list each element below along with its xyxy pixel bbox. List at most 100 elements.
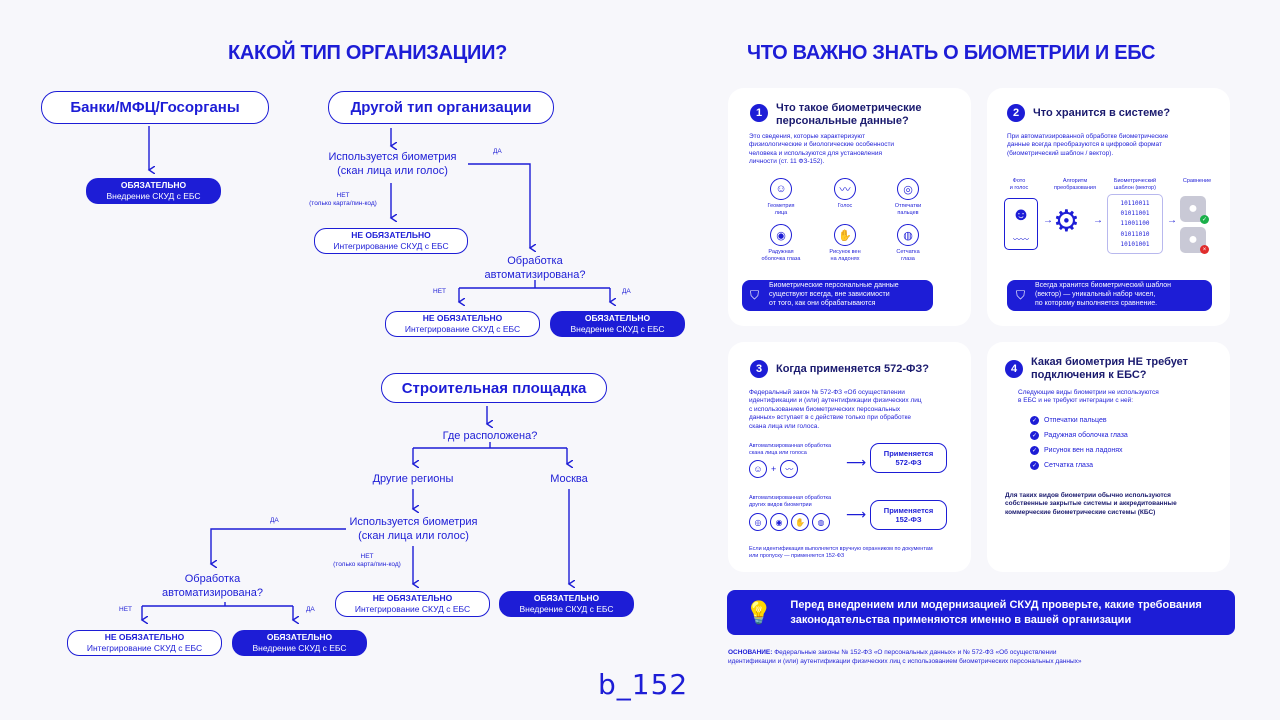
card-number: 3: [750, 360, 768, 378]
result-152: Применяется 152-ФЗ: [870, 500, 947, 530]
vector-line: 01011010: [1120, 230, 1150, 238]
bio-label: Сетчатка глаза: [896, 249, 920, 262]
card-storage: 2 Что хранится в системе? При автоматизи…: [987, 88, 1230, 326]
note-text: Всегда хранится биометрический шаблон (в…: [1035, 282, 1171, 307]
palm-veins-icon: ✋: [791, 513, 809, 531]
bio-label: Геометрия лица: [767, 203, 795, 216]
card-text: Федеральный закон № 572-ФЗ «Об осуществл…: [749, 389, 922, 430]
check-icon: ✓: [1030, 446, 1039, 455]
card-title: Какая биометрия НЕ требует подключения к…: [1031, 356, 1189, 382]
gear-icon: ⚙: [1053, 205, 1080, 238]
plus-icon: +: [771, 464, 777, 474]
iris-icon: ◉: [770, 224, 792, 246]
result-sub: Интегрирование СКУД с ЕБС: [354, 604, 471, 614]
card-text: При автоматизированной обработке биометр…: [1007, 133, 1169, 157]
column-label: Биометрический шаблон (вектор): [1113, 178, 1157, 191]
checklist: ✓Отпечатки пальцев ✓Радужная оболочка гл…: [1030, 413, 1128, 473]
card-no-ebs: 4 Какая биометрия НЕ требует подключения…: [987, 342, 1230, 572]
card-text: Следующие виды биометрии не используются…: [1018, 389, 1159, 405]
label-no-1: НЕТ (только карта/пин-код): [309, 192, 377, 207]
voice-icon: 〰: [834, 178, 856, 200]
result-sub: Интегрирование СКУД с ЕБС: [86, 643, 203, 653]
card-number: 1: [750, 104, 768, 122]
bio-label: Рисунок вен на ладонях: [829, 249, 861, 262]
column-label: Алгоритм преобразования: [1054, 178, 1096, 191]
right-title: ЧТО ВАЖНО ЗНАТЬ О БИОМЕТРИИ И ЕБС: [747, 42, 1156, 64]
result-title: НЕ ОБЯЗАТЕЛЬНО: [351, 230, 431, 241]
case-icons: ◎ ◉ ✋ ◍: [749, 513, 830, 531]
result-sub: Внедрение СКУД с ЕБС: [519, 604, 614, 614]
vector-line: 10101001: [1120, 241, 1150, 249]
arrow-right-icon: →: [1167, 215, 1177, 226]
list-item: ✓ Рисунок вен на ладонях: [1030, 443, 1128, 458]
card-number: 4: [1005, 360, 1023, 378]
arrow-right-icon: →: [1093, 215, 1103, 226]
result-title: Применяется: [883, 505, 934, 515]
result-title: НЕ ОБЯЗАТЕЛЬНО: [104, 632, 185, 643]
question-auto-2: Обработка автоматизирована?: [162, 573, 263, 600]
fingerprint-icon: ◎: [749, 513, 767, 531]
result-mandatory-banks: ОБЯЗАТЕЛЬНО Внедрение СКУД с ЕБС: [86, 178, 221, 204]
retina-icon: ◍: [897, 224, 919, 246]
result-title: НЕ ОБЯЗАТЕЛЬНО: [422, 313, 503, 324]
basis-text: Федеральные законы № 152-ФЗ «О персональ…: [728, 649, 1082, 665]
check-icon: ✓: [1200, 215, 1209, 224]
label-yes-3: ДА: [270, 517, 279, 524]
label-yes-2: ДА: [622, 288, 631, 295]
vector-line: 01011001: [1120, 210, 1150, 218]
lightbulb-icon: 💡: [745, 599, 773, 625]
bio-label: Голос: [837, 203, 853, 209]
result-law: 572-ФЗ: [895, 458, 922, 467]
face-icon: ☺: [749, 460, 767, 478]
case-label: Автоматизированная обработка скана лица …: [749, 443, 832, 456]
person-photo-icon: ☻〰〰: [1004, 198, 1038, 250]
retina-icon: ◍: [812, 513, 830, 531]
card-note: ⛉ Биометрические персональные данные сущ…: [742, 280, 933, 311]
result-title: ОБЯЗАТЕЛЬНО: [120, 180, 187, 191]
legal-basis: ОСНОВАНИЕ: Федеральные законы № 152-ФЗ «…: [728, 649, 1228, 667]
banner-text: Перед внедрением или модернизацией СКУД …: [790, 598, 1202, 626]
basis-label: ОСНОВАНИЕ:: [728, 649, 773, 656]
org-banks: Банки/МФЦ/Госорганы: [41, 91, 269, 124]
org-other: Другой тип организации: [328, 91, 554, 124]
result-optional-3: НЕ ОБЯЗАТЕЛЬНО Интегрирование СКУД с ЕБС: [335, 591, 490, 617]
result-sub: Внедрение СКУД с ЕБС: [106, 191, 201, 201]
list-item: ✓Радужная оболочка глаза: [1030, 428, 1128, 443]
result-optional-4: НЕ ОБЯЗАТЕЛЬНО Интегрирование СКУД с ЕБС: [67, 630, 222, 656]
label-no-4: НЕТ: [119, 606, 132, 613]
result-title: ОБЯЗАТЕЛЬНО: [584, 313, 651, 324]
card-title: Что хранится в системе?: [1033, 107, 1171, 119]
column-label: Сравнение: [1182, 178, 1212, 184]
result-law: 152-ФЗ: [895, 515, 922, 524]
list-item: ✓Отпечатки пальцев: [1030, 413, 1128, 428]
list-item-label: Рисунок вен на ладонях: [1044, 447, 1123, 454]
shield-icon: ⛉: [1016, 288, 1026, 302]
check-icon: ✓: [1030, 431, 1039, 440]
warning-banner: 💡 Перед внедрением или модернизацией СКУ…: [727, 590, 1235, 635]
arrow-right-icon: ⟶: [846, 506, 867, 522]
card-title: Что такое биометрические персональные да…: [776, 102, 922, 128]
result-title: ОБЯЗАТЕЛЬНО: [266, 632, 333, 643]
arrow-right-icon: →: [1043, 215, 1053, 226]
label-no-2: НЕТ: [433, 288, 446, 295]
result-sub: Внедрение СКУД с ЕБС: [252, 643, 347, 653]
question-biometry-2: Используется биометрия (скан лица или го…: [349, 516, 478, 543]
card-footer: Для таких видов биометрии обычно использ…: [1005, 492, 1177, 516]
result-mandatory-moscow: ОБЯЗАТЕЛЬНО Внедрение СКУД с ЕБС: [499, 591, 634, 617]
vector-line: 11001100: [1120, 220, 1150, 228]
question-where: Где расположена?: [442, 430, 538, 442]
bio-label: Радужная оболочка глаза: [761, 249, 801, 262]
card-text: Это сведения, которые характеризуют физи…: [749, 133, 895, 166]
voice-icon: 〰: [780, 460, 799, 478]
question-auto-1: Обработка автоматизирована?: [484, 255, 586, 282]
face-icon: ☺: [770, 178, 792, 200]
result-mandatory-4: ОБЯЗАТЕЛЬНО Внедрение СКУД с ЕБС: [232, 630, 367, 656]
fingerprint-icon: ◎: [897, 178, 919, 200]
card-note: ⛉ Всегда хранится биометрический шаблон …: [1007, 280, 1212, 311]
label-yes-4: ДА: [306, 606, 315, 613]
list-item-label: Отпечатки пальцев: [1044, 417, 1107, 424]
flowchart-connectors: [0, 126, 700, 720]
result-sub: Внедрение СКУД с ЕБС: [570, 324, 665, 334]
list-item-label: Сетчатка глаза: [1044, 462, 1093, 469]
palm-veins-icon: ✋: [834, 224, 856, 246]
